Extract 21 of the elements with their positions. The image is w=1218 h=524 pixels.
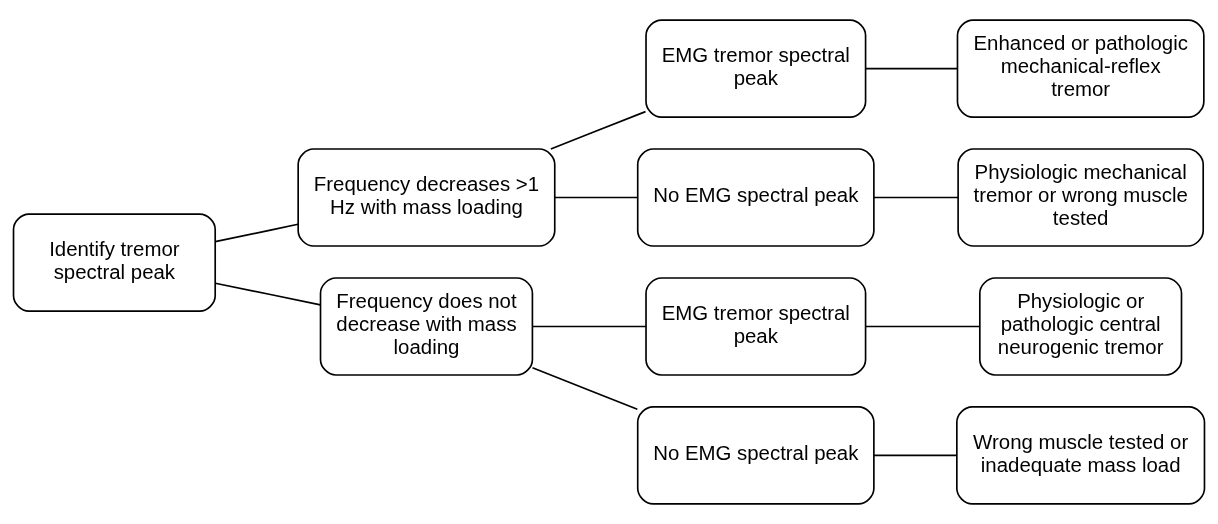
node-box: Identify tremor spectral peak bbox=[12, 213, 217, 312]
connector bbox=[554, 196, 639, 199]
node-box: EMG tremor spectral peak bbox=[645, 277, 867, 376]
node-box: Physiologic mechanical tremor or wrong muscle tested bbox=[957, 148, 1205, 247]
node-box: Wrong muscle tested or inadequate mass load bbox=[956, 406, 1206, 505]
node-box: No EMG spectral peak bbox=[636, 406, 875, 505]
node-box: No EMG spectral peak bbox=[636, 148, 875, 247]
connector bbox=[214, 282, 322, 306]
connector bbox=[214, 223, 299, 243]
node-box: Frequency decreases >1 Hz with mass loading bbox=[297, 148, 556, 247]
connector bbox=[531, 325, 647, 328]
connector bbox=[864, 67, 959, 70]
connector bbox=[873, 454, 958, 457]
node-box: EMG tremor spectral peak bbox=[645, 19, 867, 118]
connector bbox=[864, 325, 981, 328]
connector bbox=[873, 196, 959, 199]
connector bbox=[531, 366, 639, 410]
node-box: Enhanced or pathologic mechanical-reflex tremor bbox=[956, 19, 1205, 118]
connector bbox=[550, 110, 647, 150]
node-box: Frequency does not decrease with mass loading bbox=[319, 277, 534, 376]
node-box: Physiologic or pathologic central neurogenic tremor bbox=[979, 277, 1183, 376]
